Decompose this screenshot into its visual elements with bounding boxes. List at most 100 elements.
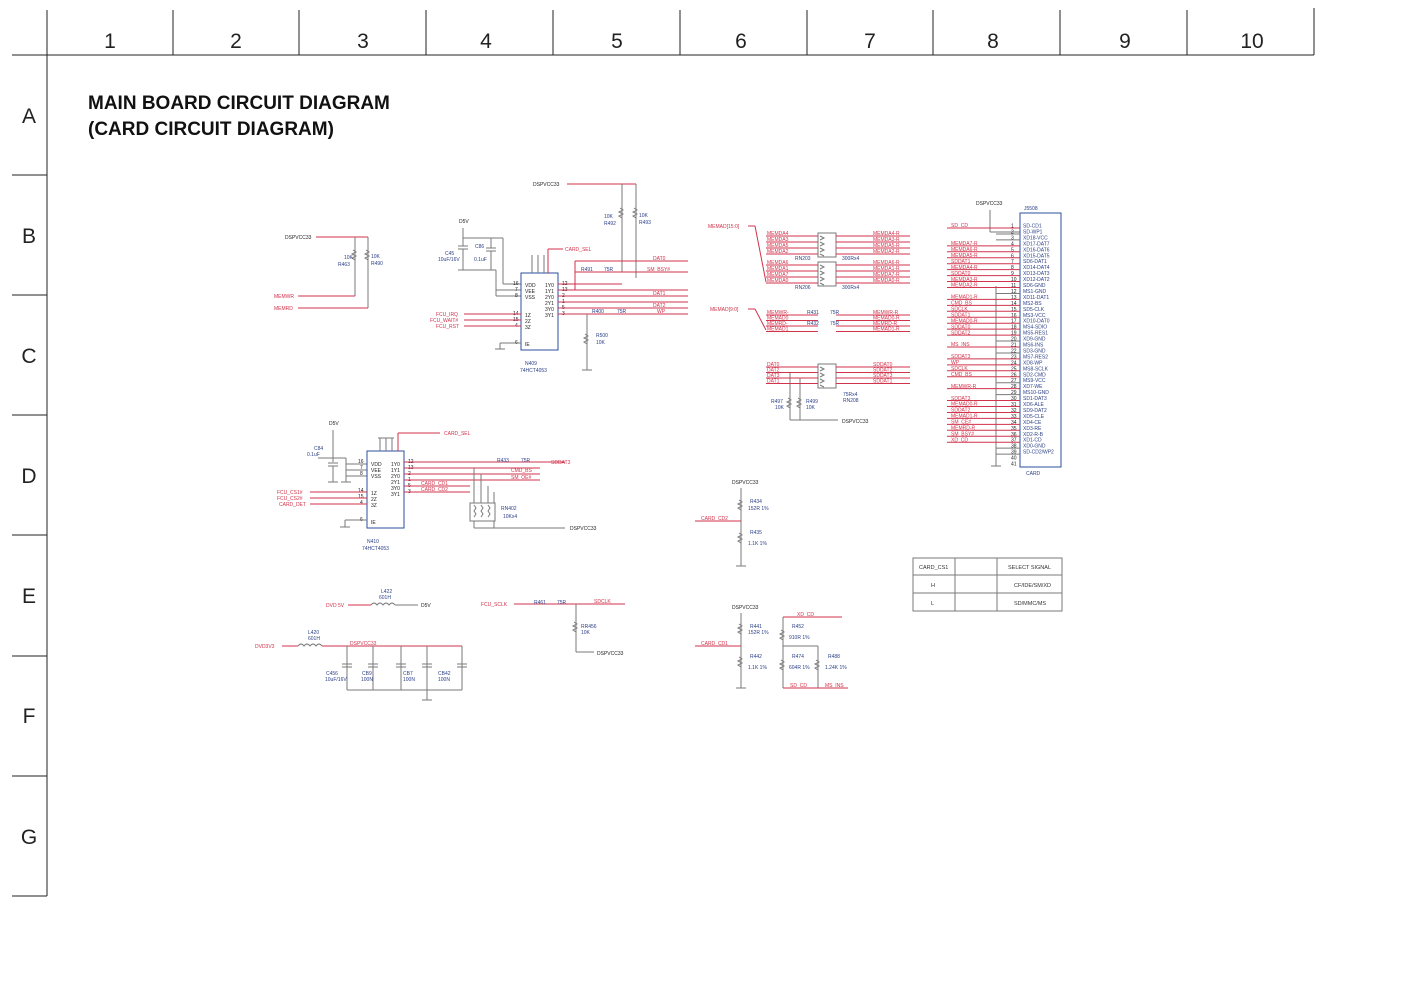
row-label: C xyxy=(21,345,36,368)
net-label: MEMDA3-R xyxy=(951,277,978,283)
resistor-value: 10K xyxy=(371,254,381,260)
connector-pin-number: 32 xyxy=(1011,408,1017,414)
resistor-ref: R463 xyxy=(338,262,350,268)
pin-label: 1Y1 xyxy=(545,289,554,295)
connector-pin-number: 22 xyxy=(1011,348,1017,354)
pin-number: 8 xyxy=(515,293,518,299)
net-label: SDCLK xyxy=(951,307,968,313)
capacitor-ref: C84 xyxy=(314,446,323,452)
connector-pin-number: 36 xyxy=(1011,432,1017,438)
net-label: FCU_CS2# xyxy=(277,496,303,502)
resistor-ref: R491 xyxy=(581,267,593,273)
column-label: 7 xyxy=(864,30,876,53)
connector-pin-number: 6 xyxy=(1011,253,1014,259)
inductor-value: 601H xyxy=(379,595,391,601)
connector-pin-label: XD11-DAT1 xyxy=(1023,295,1049,301)
connector-pin-number: 16 xyxy=(1011,313,1017,319)
net-label: WP xyxy=(951,360,960,366)
net-label: CARD_CD2 xyxy=(421,487,448,493)
net-label: MEMRD- xyxy=(767,321,788,327)
connector-pin-number: 14 xyxy=(1011,301,1017,307)
net-label: MS_INS xyxy=(951,342,970,348)
net-label: FCU_SCLK xyxy=(481,602,508,608)
net-label: SDDAT0 xyxy=(873,362,893,368)
power-label: DSPVCC33 xyxy=(285,235,312,241)
net-label: DAT1 xyxy=(653,291,666,297)
connector-pin-number: 28 xyxy=(1011,384,1017,390)
net-label: WP xyxy=(657,309,666,315)
ic-ref: N410 xyxy=(367,539,379,545)
connector-pin-label: SD-CD1 xyxy=(1023,224,1042,230)
net-label: SDDAT2 xyxy=(951,408,971,414)
pin-number: 16 xyxy=(513,281,519,287)
pin-label: 1Z xyxy=(371,491,377,497)
connector-pin-label: XD14-DAT4 xyxy=(1023,265,1050,271)
n409-switch-block: DSPVCC33 10K R492 10K R493 D5V C45 10uF/… xyxy=(430,182,688,374)
pin-label: 3Y1 xyxy=(391,492,400,498)
select-signal-table: CARD_CS1 SELECT SIGNAL H CF/IDE/SM/XD L … xyxy=(912,557,1063,612)
connector-pin-number: 7 xyxy=(1011,259,1014,265)
power-label: DSPVCC33 xyxy=(732,605,759,611)
resistor-ref: R499 xyxy=(806,399,818,405)
resistor-value: 1.24K 1% xyxy=(825,665,847,671)
network-value: 300Rx4 xyxy=(842,256,859,262)
net-label: DAT0 xyxy=(653,256,666,262)
capacitor-value: 10uF/16V xyxy=(325,677,347,683)
connector-pin-label: SD3-GND xyxy=(1023,348,1046,354)
power-label: DSPVCC33 xyxy=(597,651,624,657)
connector-pin-number: 9 xyxy=(1011,271,1014,277)
resistor-ref: R461 xyxy=(534,600,546,606)
power-filter-block: DVD 5V D5V L422 601H DVD3V3 L420 601H DS… xyxy=(255,589,467,701)
network-value: 10Kx4 xyxy=(503,514,517,520)
net-label: SDDAT2 xyxy=(951,330,971,336)
net-label: MEMDA4-R xyxy=(951,265,978,271)
net-label: MEMDA0 xyxy=(767,278,789,284)
connector-pin-number: 41 xyxy=(1011,462,1017,468)
capacitor-value: 0.1uF xyxy=(474,257,487,263)
net-label: MEMAD[15:0] xyxy=(708,224,740,230)
capacitor-ref: C456 xyxy=(326,671,338,677)
pin-label: 2Y1 xyxy=(391,480,400,486)
capacitor-value: 100N xyxy=(438,677,450,683)
resistor-ref: R474 xyxy=(792,654,804,660)
connector-pin-number: 19 xyxy=(1011,331,1017,337)
resistor-ref: R497 xyxy=(771,399,783,405)
pin-label: 1Y0 xyxy=(391,462,400,468)
resistor-value: 75R xyxy=(617,309,627,315)
connector-pin-number: 24 xyxy=(1011,360,1017,366)
inductor-ref: L420 xyxy=(308,630,319,636)
net-label: SDDAT1 xyxy=(873,379,893,385)
pin-label: 1Y1 xyxy=(391,468,400,474)
frame-grid xyxy=(12,8,1315,897)
pin-label: 1Z xyxy=(525,313,531,319)
net-label: MEMDA5-R xyxy=(951,253,978,259)
power-label: DVD3V3 xyxy=(255,644,275,650)
table-cell: H xyxy=(931,583,935,589)
net-label: MEMAD0 xyxy=(767,316,789,322)
connector-pin-label: XD18-VCC xyxy=(1023,235,1048,241)
net-label: SDDAT1 xyxy=(951,259,971,265)
connector-pin-number: 15 xyxy=(1011,307,1017,313)
resistor-value: 10K xyxy=(806,405,816,411)
net-label: FCU_IRQ xyxy=(436,312,458,318)
net-label: MEMDA2 xyxy=(767,249,789,255)
network-ref: RN203 xyxy=(795,256,811,262)
resistor-ref: R442 xyxy=(750,654,762,660)
net-label: SM_CE# xyxy=(951,420,971,426)
power-label: D5V xyxy=(421,603,431,609)
net-label: CARD_CD2 xyxy=(701,516,728,522)
connector-pin-label: MS9-VCC xyxy=(1023,378,1046,384)
net-label: CARD_CD1 xyxy=(421,481,448,487)
pin-label: VEE xyxy=(371,468,382,474)
pin-label: IE xyxy=(525,342,530,348)
power-label: DSPVCC33 xyxy=(976,201,1003,207)
net-label: DAT1 xyxy=(767,379,780,385)
capacitor-ref: CB7 xyxy=(403,671,413,677)
connector-pin-label: MS8-SCLK xyxy=(1023,366,1049,372)
connector-pin-number: 3 xyxy=(1011,235,1014,241)
column-label: 6 xyxy=(735,30,747,53)
net-label: MEMDA7 xyxy=(767,272,789,278)
